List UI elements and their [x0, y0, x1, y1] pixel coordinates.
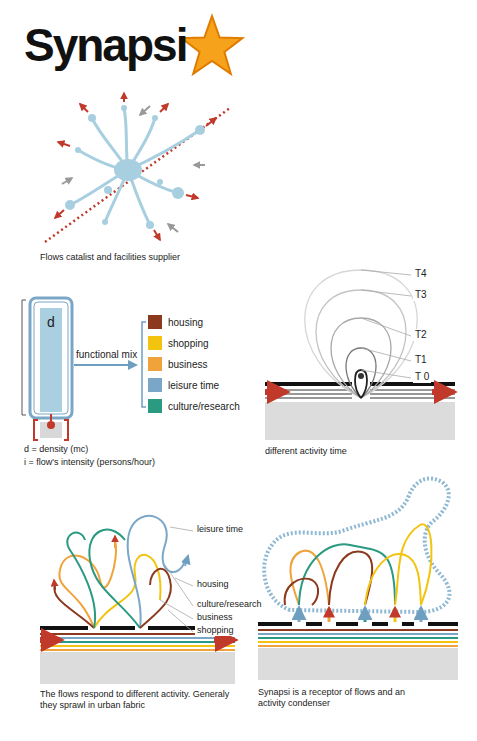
legend-text: leisure time [168, 380, 219, 391]
flow-label: housing [195, 579, 231, 590]
formula-note: i = flow's intensity (persons/hour) [24, 457, 155, 468]
node-text: d [40, 314, 62, 330]
time-label: T3 [413, 289, 429, 301]
time-label: T2 [413, 329, 429, 341]
legend-swatch [148, 336, 162, 350]
flow-label: culture/research [195, 599, 264, 610]
activity-time-illustration [265, 270, 455, 440]
legend-text: housing [168, 317, 203, 328]
flow-label: shopping [195, 625, 236, 636]
legend-text: shopping [168, 338, 209, 349]
legend-item: shopping [148, 336, 209, 350]
time-label: T1 [413, 354, 429, 366]
legend-item: leisure time [148, 378, 219, 392]
condenser-illustration [258, 479, 458, 680]
density-bar [22, 298, 146, 440]
flow-label: business [195, 612, 235, 623]
formula-note: d = density (mc) [24, 444, 88, 455]
legend-item: housing [148, 315, 203, 329]
time-label: T4 [413, 268, 429, 280]
star [182, 16, 243, 74]
legend-swatch [148, 357, 162, 371]
density-box: d [40, 308, 62, 412]
flow-label: leisure time [195, 524, 245, 535]
caption: different activity time [265, 446, 347, 457]
network-illustration [45, 93, 230, 242]
title: Synapsi [24, 18, 186, 73]
legend-swatch [148, 315, 162, 329]
legend-swatch [148, 378, 162, 392]
legend-item: culture/research [148, 399, 240, 413]
time-label: T 0 [413, 371, 431, 383]
caption: Flows catalist and facilities supplier [40, 252, 180, 263]
legend-text: culture/research [168, 401, 240, 412]
caption: The flows respond to different activity.… [40, 689, 230, 711]
legend-item: business [148, 357, 207, 371]
legend-text: business [168, 359, 207, 370]
legend-swatch [148, 399, 162, 413]
caption: Synapsi is a receptor of flows and an ac… [258, 687, 428, 709]
arrow-label: functional mix [76, 349, 137, 361]
